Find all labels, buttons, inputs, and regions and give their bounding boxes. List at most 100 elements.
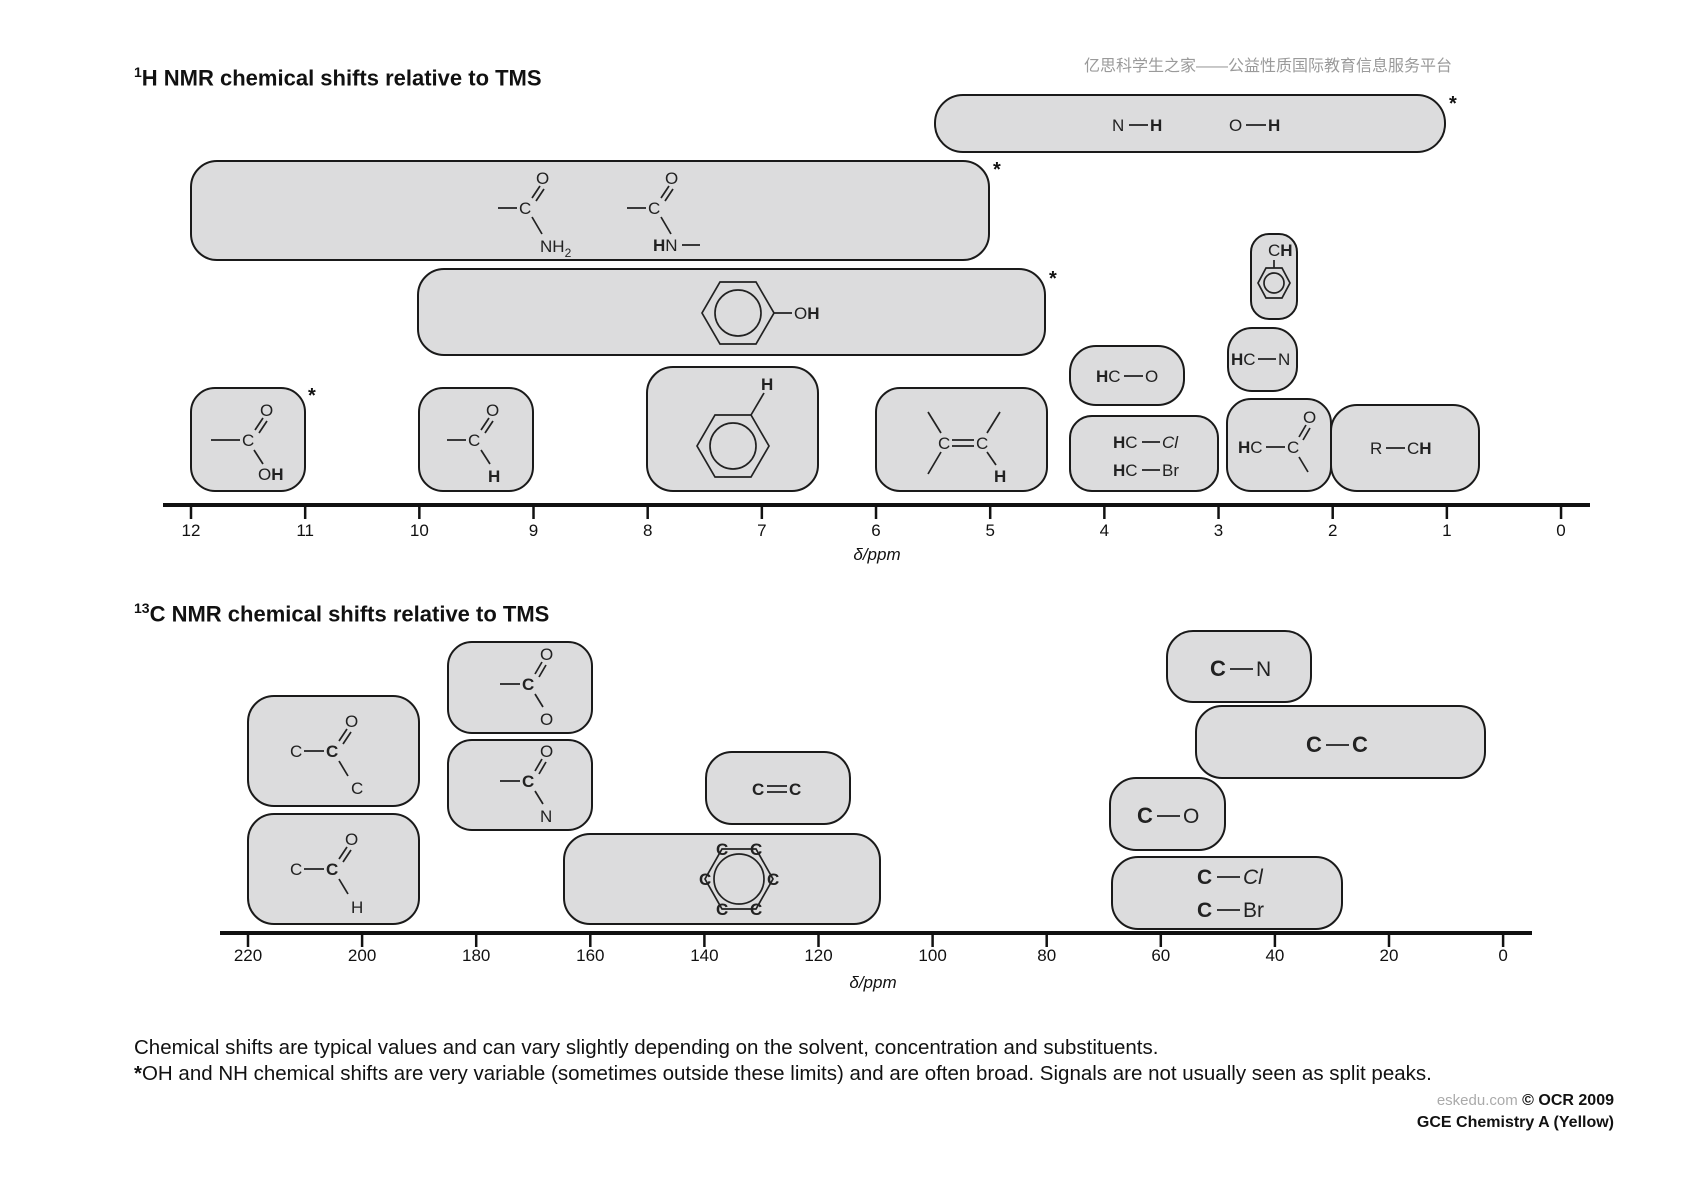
h-range-hcx-box: [1069, 415, 1219, 492]
bond: [534, 790, 544, 805]
label-o: O: [665, 169, 678, 188]
label-hn: HN: [653, 236, 678, 255]
h-nmr-title-sup: 1: [134, 64, 142, 80]
label-h: H: [1113, 461, 1125, 480]
h-range-aldehyde: C O H: [418, 387, 534, 492]
label-o: O: [540, 742, 553, 761]
c-range-ester: C O O: [447, 641, 593, 734]
label-c: C: [648, 199, 660, 218]
c-axis-tick-label: 40: [1265, 946, 1284, 965]
bond: [986, 411, 1001, 434]
bond: [538, 761, 547, 775]
h-axis-tick-label: 3: [1214, 521, 1223, 540]
c-nmr-title-sup: 13: [134, 600, 150, 616]
c-range-aldehyde: C C O H: [247, 813, 420, 925]
label-h: H: [653, 236, 665, 255]
label-c: C: [519, 199, 531, 218]
label-n: N: [1278, 350, 1290, 369]
variable-star: *: [993, 159, 1001, 181]
bond: [534, 758, 543, 772]
label-o: O: [260, 401, 273, 420]
c-nmr-title-text: C NMR chemical shifts relative to TMS: [149, 601, 550, 627]
h-axis-tick-label: 5: [985, 521, 994, 540]
bond: [1298, 424, 1307, 438]
h-axis-tick-label: 8: [643, 521, 652, 540]
c-axis-tick-label: 100: [918, 946, 946, 965]
note-line-2: *OH and NH chemical shifts are very vari…: [134, 1062, 1432, 1086]
bond: [338, 760, 349, 777]
note-line-2-text: OH and NH chemical shifts are very varia…: [141, 1062, 1432, 1085]
ring-carbon-label: C: [750, 840, 762, 859]
label-ch: CH: [1407, 439, 1432, 458]
c-range-ester-box: [447, 641, 593, 734]
bond: [342, 731, 352, 745]
label-h: H: [1231, 350, 1243, 369]
c-range-amide-box: [447, 739, 593, 831]
label-c: C: [1197, 899, 1212, 922]
variable-star: *: [1449, 93, 1457, 115]
h-range-aromatic: H: [646, 366, 819, 492]
label-o: O: [540, 645, 553, 664]
benzene-ring: [701, 281, 775, 345]
c-axis-tick-label: 0: [1498, 946, 1507, 965]
label-h: H: [1268, 116, 1280, 135]
c-range-alkene: C C: [705, 751, 851, 825]
label-o: O: [486, 401, 499, 420]
label-c: C: [1268, 241, 1280, 260]
label-c: C: [1306, 732, 1322, 757]
bond: [338, 878, 349, 895]
label-c: C: [789, 780, 801, 799]
footer-subtitle: GCE Chemistry A (Yellow): [1416, 1114, 1614, 1131]
c-range-alkene-box: [705, 751, 851, 825]
label-o: O: [540, 710, 553, 729]
ring-carbon-label: C: [716, 840, 728, 859]
h-axis-tick-label: 2: [1328, 521, 1337, 540]
c-nmr-axis-label: δ/ppm: [849, 973, 896, 992]
ring-circle: [709, 422, 757, 470]
bond: [342, 849, 352, 863]
c-range-co: C O: [1109, 777, 1226, 851]
c-axis-tick-label: 140: [690, 946, 718, 965]
label-c: C: [468, 431, 480, 450]
label-o: O: [345, 830, 358, 849]
label-n: N: [1112, 116, 1124, 135]
ring-circle: [714, 289, 762, 337]
h-range-hcn: HC N: [1227, 327, 1298, 392]
label-h: H: [1419, 439, 1431, 458]
label-o: O: [1145, 367, 1158, 386]
h-axis-tick-label: 9: [529, 521, 538, 540]
c-range-cx: C Cl C Br: [1111, 856, 1343, 930]
label-hc: HC: [1096, 367, 1121, 386]
label-c: C: [290, 742, 302, 761]
bond: [531, 185, 541, 199]
variable-star: *: [308, 385, 316, 407]
label-c: C: [1125, 433, 1137, 452]
label-br: Br: [1162, 461, 1179, 480]
h-range-phenol: OH *: [417, 268, 1057, 356]
label-h: H: [488, 467, 500, 486]
variable-star: *: [1049, 268, 1057, 290]
label-ch: CH: [1268, 241, 1293, 260]
label-subscript: 2: [565, 246, 572, 260]
label-c: C: [326, 742, 338, 761]
label-c: C: [1197, 866, 1212, 889]
bond: [258, 420, 268, 434]
label-c: C: [1352, 732, 1368, 757]
c-nmr-title: 13C NMR chemical shifts relative to TMS: [134, 600, 549, 627]
ring-carbon-label: C: [716, 900, 728, 919]
footer-copyright: eskedu.com © OCR 2009: [1437, 1092, 1614, 1110]
footer-copyright-text: © OCR 2009: [1522, 1092, 1614, 1109]
label-o: O: [345, 712, 358, 731]
label-c: C: [752, 780, 764, 799]
bond: [750, 392, 765, 416]
ring-circle: [713, 853, 765, 905]
label-r: R: [1370, 439, 1382, 458]
c-axis-tick-label: 120: [804, 946, 832, 965]
h-nmr-axis-label: δ/ppm: [853, 545, 900, 564]
label-hc: HC: [1238, 438, 1263, 457]
h-nmr-title-text: H NMR chemical shifts relative to TMS: [141, 65, 542, 91]
label-c: C: [351, 779, 363, 798]
